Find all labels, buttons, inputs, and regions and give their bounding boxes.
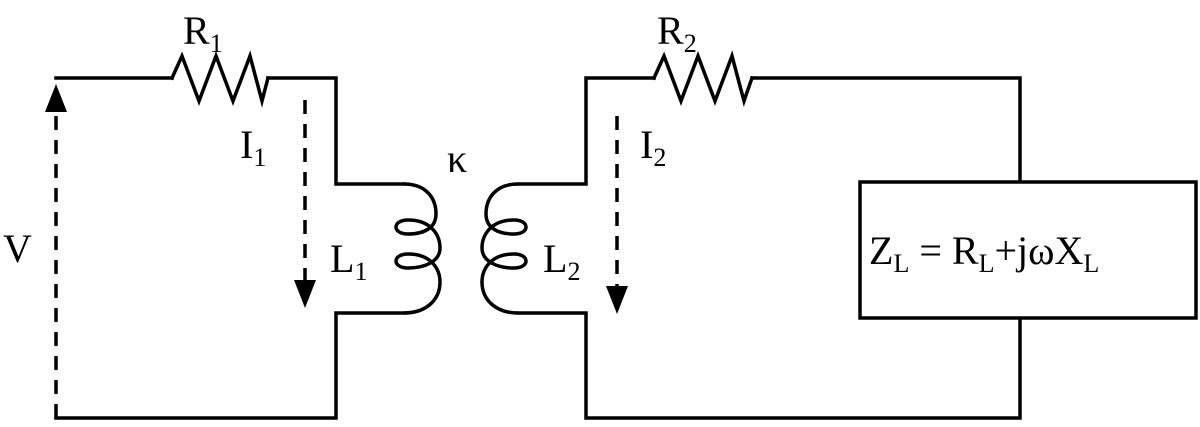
current-i1-arrow-head (294, 280, 316, 308)
primary-top-right-wire (266, 76, 406, 186)
coupling-kappa-label: κ (447, 136, 467, 181)
voltage-arrow-head (45, 84, 67, 112)
l2-label: L2 (543, 236, 580, 286)
secondary-bottom-wire (516, 311, 1022, 420)
secondary-left-wire (516, 76, 656, 186)
resistor-r2 (651, 50, 755, 107)
load-impedance-box (858, 180, 1198, 320)
i1-label: I1 (240, 122, 266, 172)
i2-label: I2 (640, 122, 666, 172)
current-i2-arrow-head (606, 286, 628, 314)
r2-label: R2 (657, 8, 697, 58)
resistor-r1 (169, 50, 271, 108)
l1-label: L1 (330, 236, 367, 286)
load-impedance-label: ZL = RL+jωXL (869, 228, 1099, 278)
primary-bottom-wire (54, 311, 406, 420)
voltage-label: V (3, 226, 32, 271)
r1-label: R1 (183, 8, 223, 58)
coil-l1 (394, 182, 442, 315)
secondary-top-wire (750, 76, 1022, 184)
coil-l2 (480, 182, 528, 315)
